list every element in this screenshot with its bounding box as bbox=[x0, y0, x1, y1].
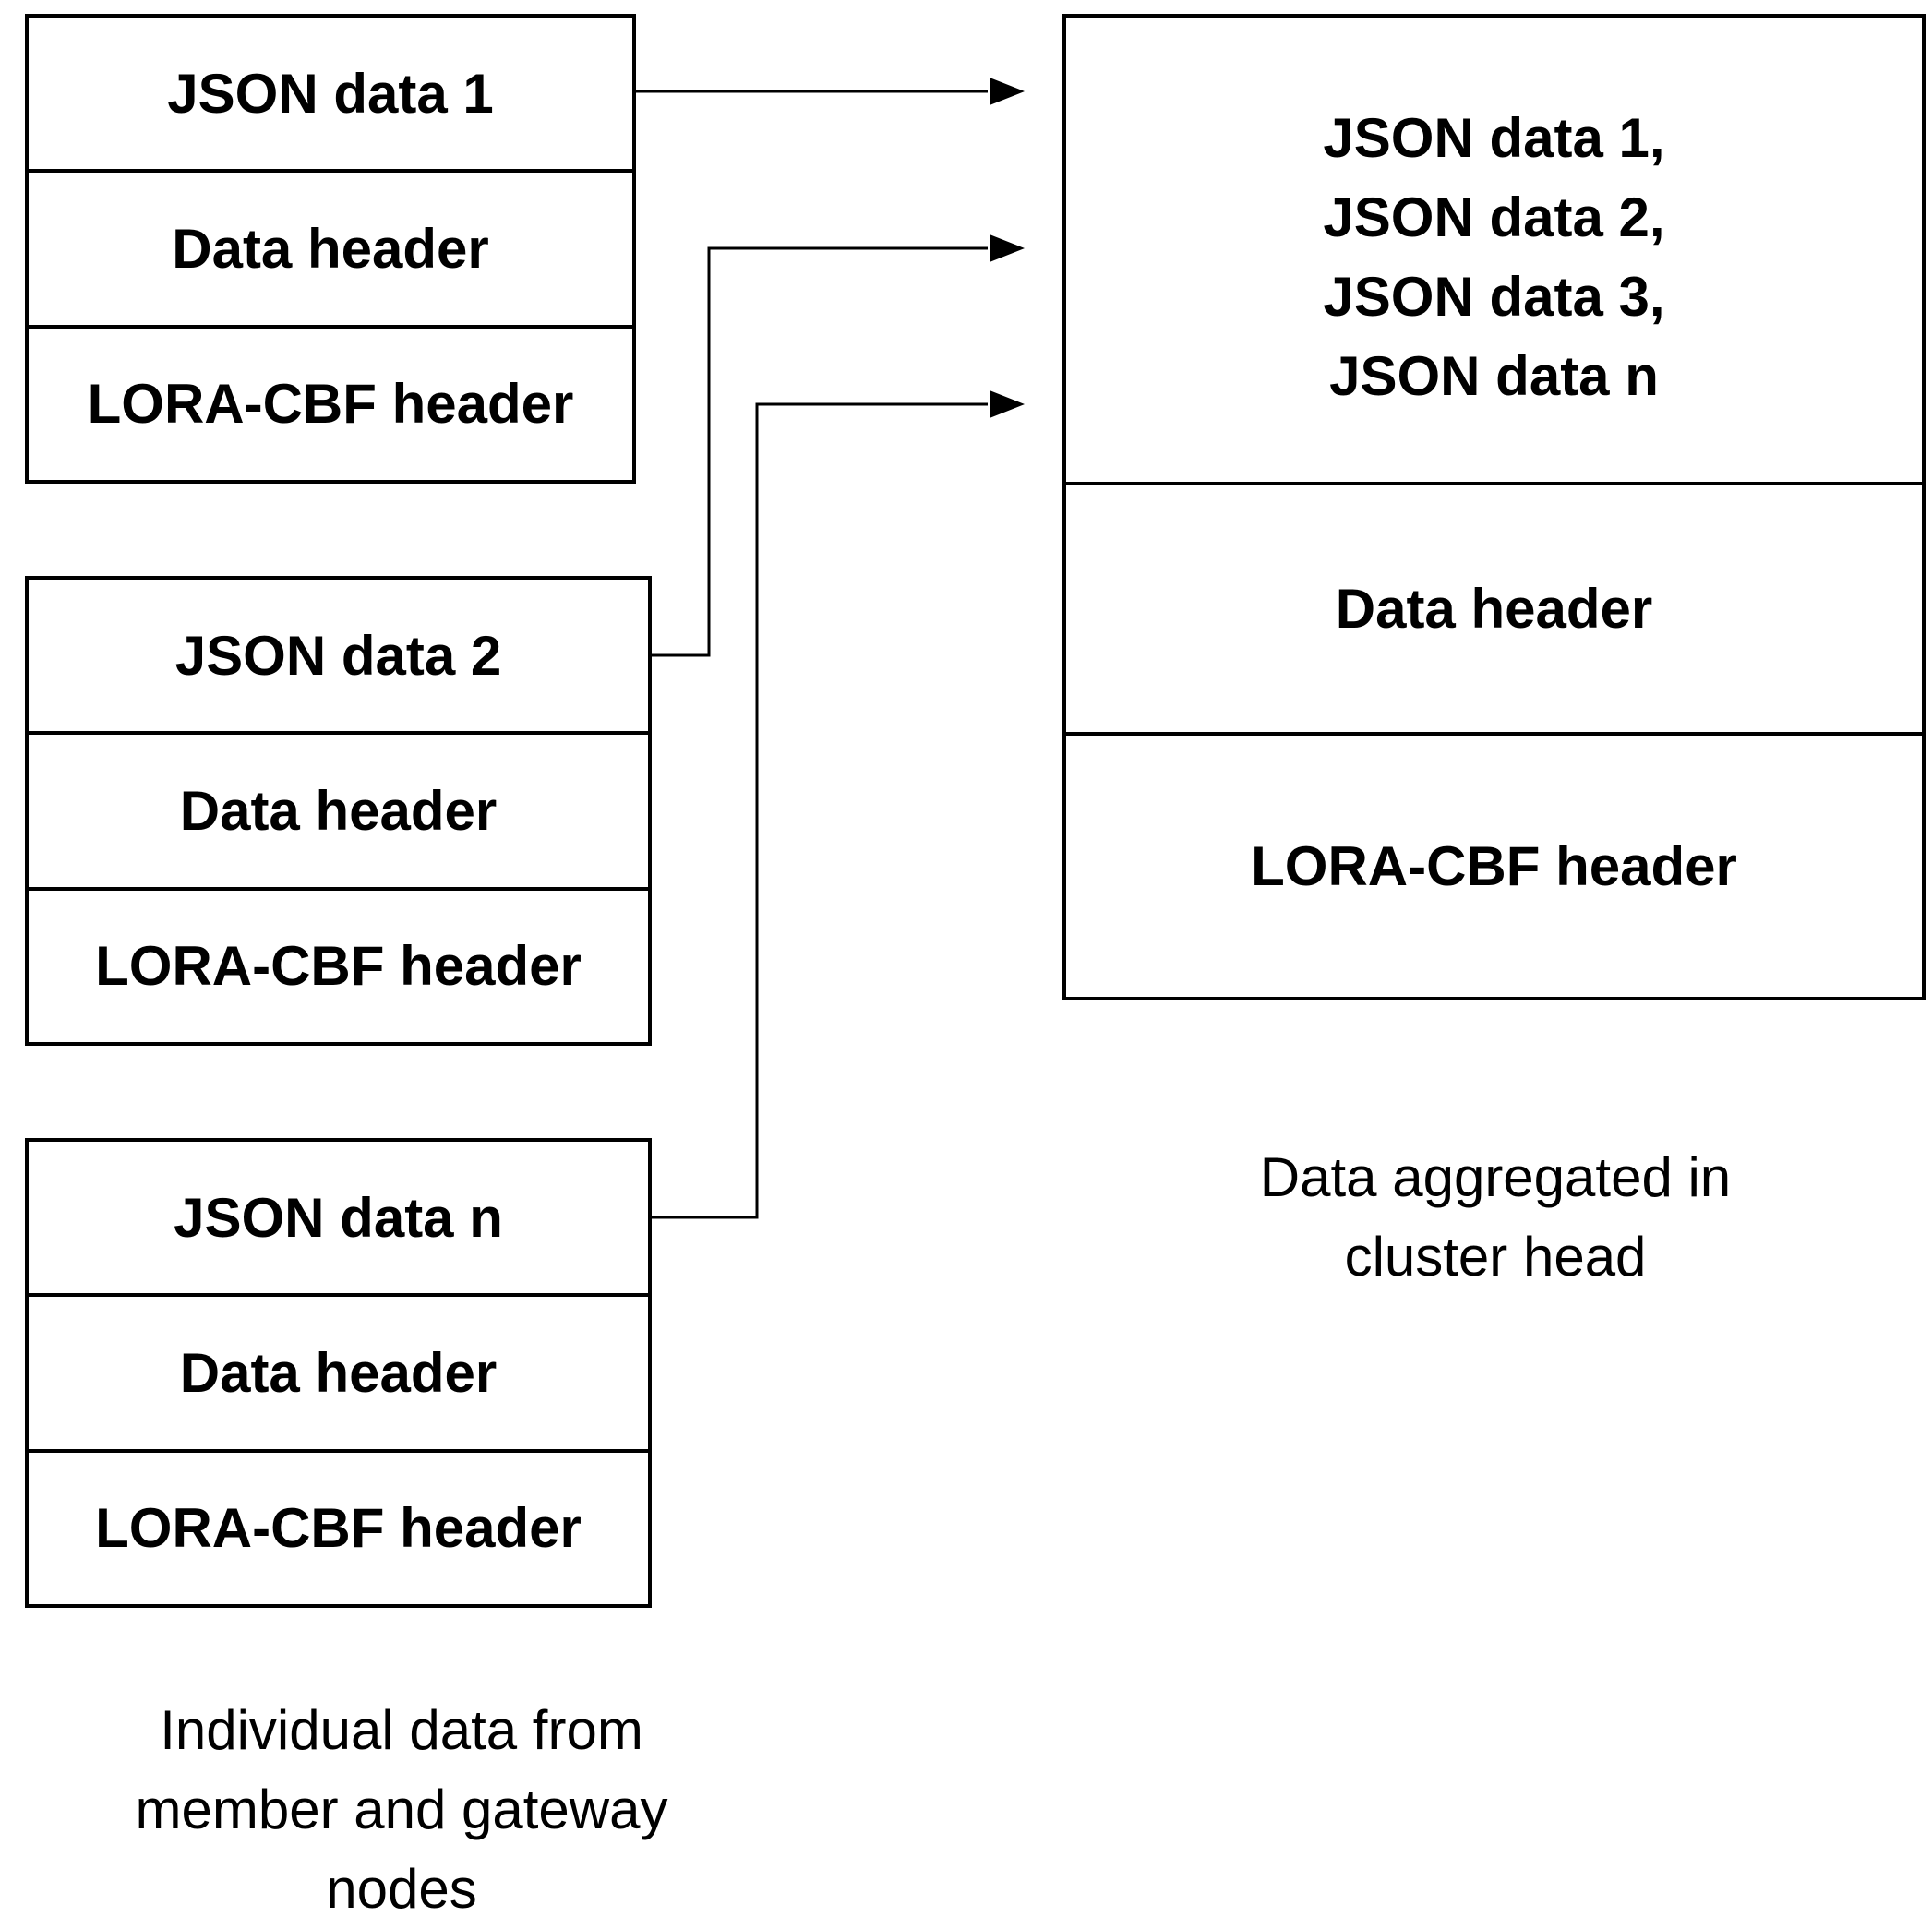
aggregated-json-line: JSON data n bbox=[1329, 345, 1659, 407]
arrow-json-2 bbox=[652, 246, 988, 657]
data-header-cell: Data header bbox=[29, 735, 648, 891]
json-data-cell: JSON data n bbox=[29, 1142, 648, 1298]
aggregated-json-cell: JSON data 1, JSON data 2, JSON data 3, J… bbox=[1066, 18, 1922, 485]
aggregated-packet: JSON data 1, JSON data 2, JSON data 3, J… bbox=[1062, 14, 1926, 1000]
lora-cbf-header-cell: LORA-CBF header bbox=[95, 1497, 582, 1560]
aggregated-lora-cbf-header-cell: LORA-CBF header bbox=[1251, 835, 1737, 897]
caption-line: Individual data from bbox=[160, 1699, 643, 1761]
caption-aggregated-data: Data aggregated in cluster head bbox=[1098, 1138, 1892, 1297]
arrow-json-n bbox=[652, 402, 988, 1219]
json-data-cell: JSON data 2 bbox=[29, 580, 648, 736]
lora-cbf-header-cell: LORA-CBF header bbox=[95, 935, 582, 998]
aggregated-json-line: JSON data 3, bbox=[1323, 266, 1665, 328]
lora-cbf-header-cell: LORA-CBF header bbox=[87, 373, 574, 436]
json-data-cell: JSON data 1 bbox=[29, 18, 632, 174]
arrowhead-1 bbox=[990, 78, 1025, 105]
arrowhead-n bbox=[990, 390, 1025, 418]
caption-line: member and gateway bbox=[135, 1779, 668, 1840]
aggregated-data-header-cell: Data header bbox=[1066, 485, 1922, 736]
caption-line: cluster head bbox=[1344, 1226, 1647, 1288]
caption-individual-data: Individual data from member and gateway … bbox=[55, 1691, 748, 1929]
packet-node-1: JSON data 1 Data header LORA-CBF header bbox=[25, 14, 636, 484]
aggregated-json-line: JSON data 1, bbox=[1323, 107, 1665, 169]
arrowhead-2 bbox=[990, 234, 1025, 262]
data-header-cell: Data header bbox=[29, 1297, 648, 1453]
data-header-cell: Data header bbox=[29, 173, 632, 329]
caption-line: nodes bbox=[326, 1858, 477, 1920]
packet-node-2: JSON data 2 Data header LORA-CBF header bbox=[25, 576, 652, 1046]
packet-node-n: JSON data n Data header LORA-CBF header bbox=[25, 1138, 652, 1608]
aggregated-json-line: JSON data 2, bbox=[1323, 186, 1665, 248]
caption-line: Data aggregated in bbox=[1259, 1146, 1732, 1208]
